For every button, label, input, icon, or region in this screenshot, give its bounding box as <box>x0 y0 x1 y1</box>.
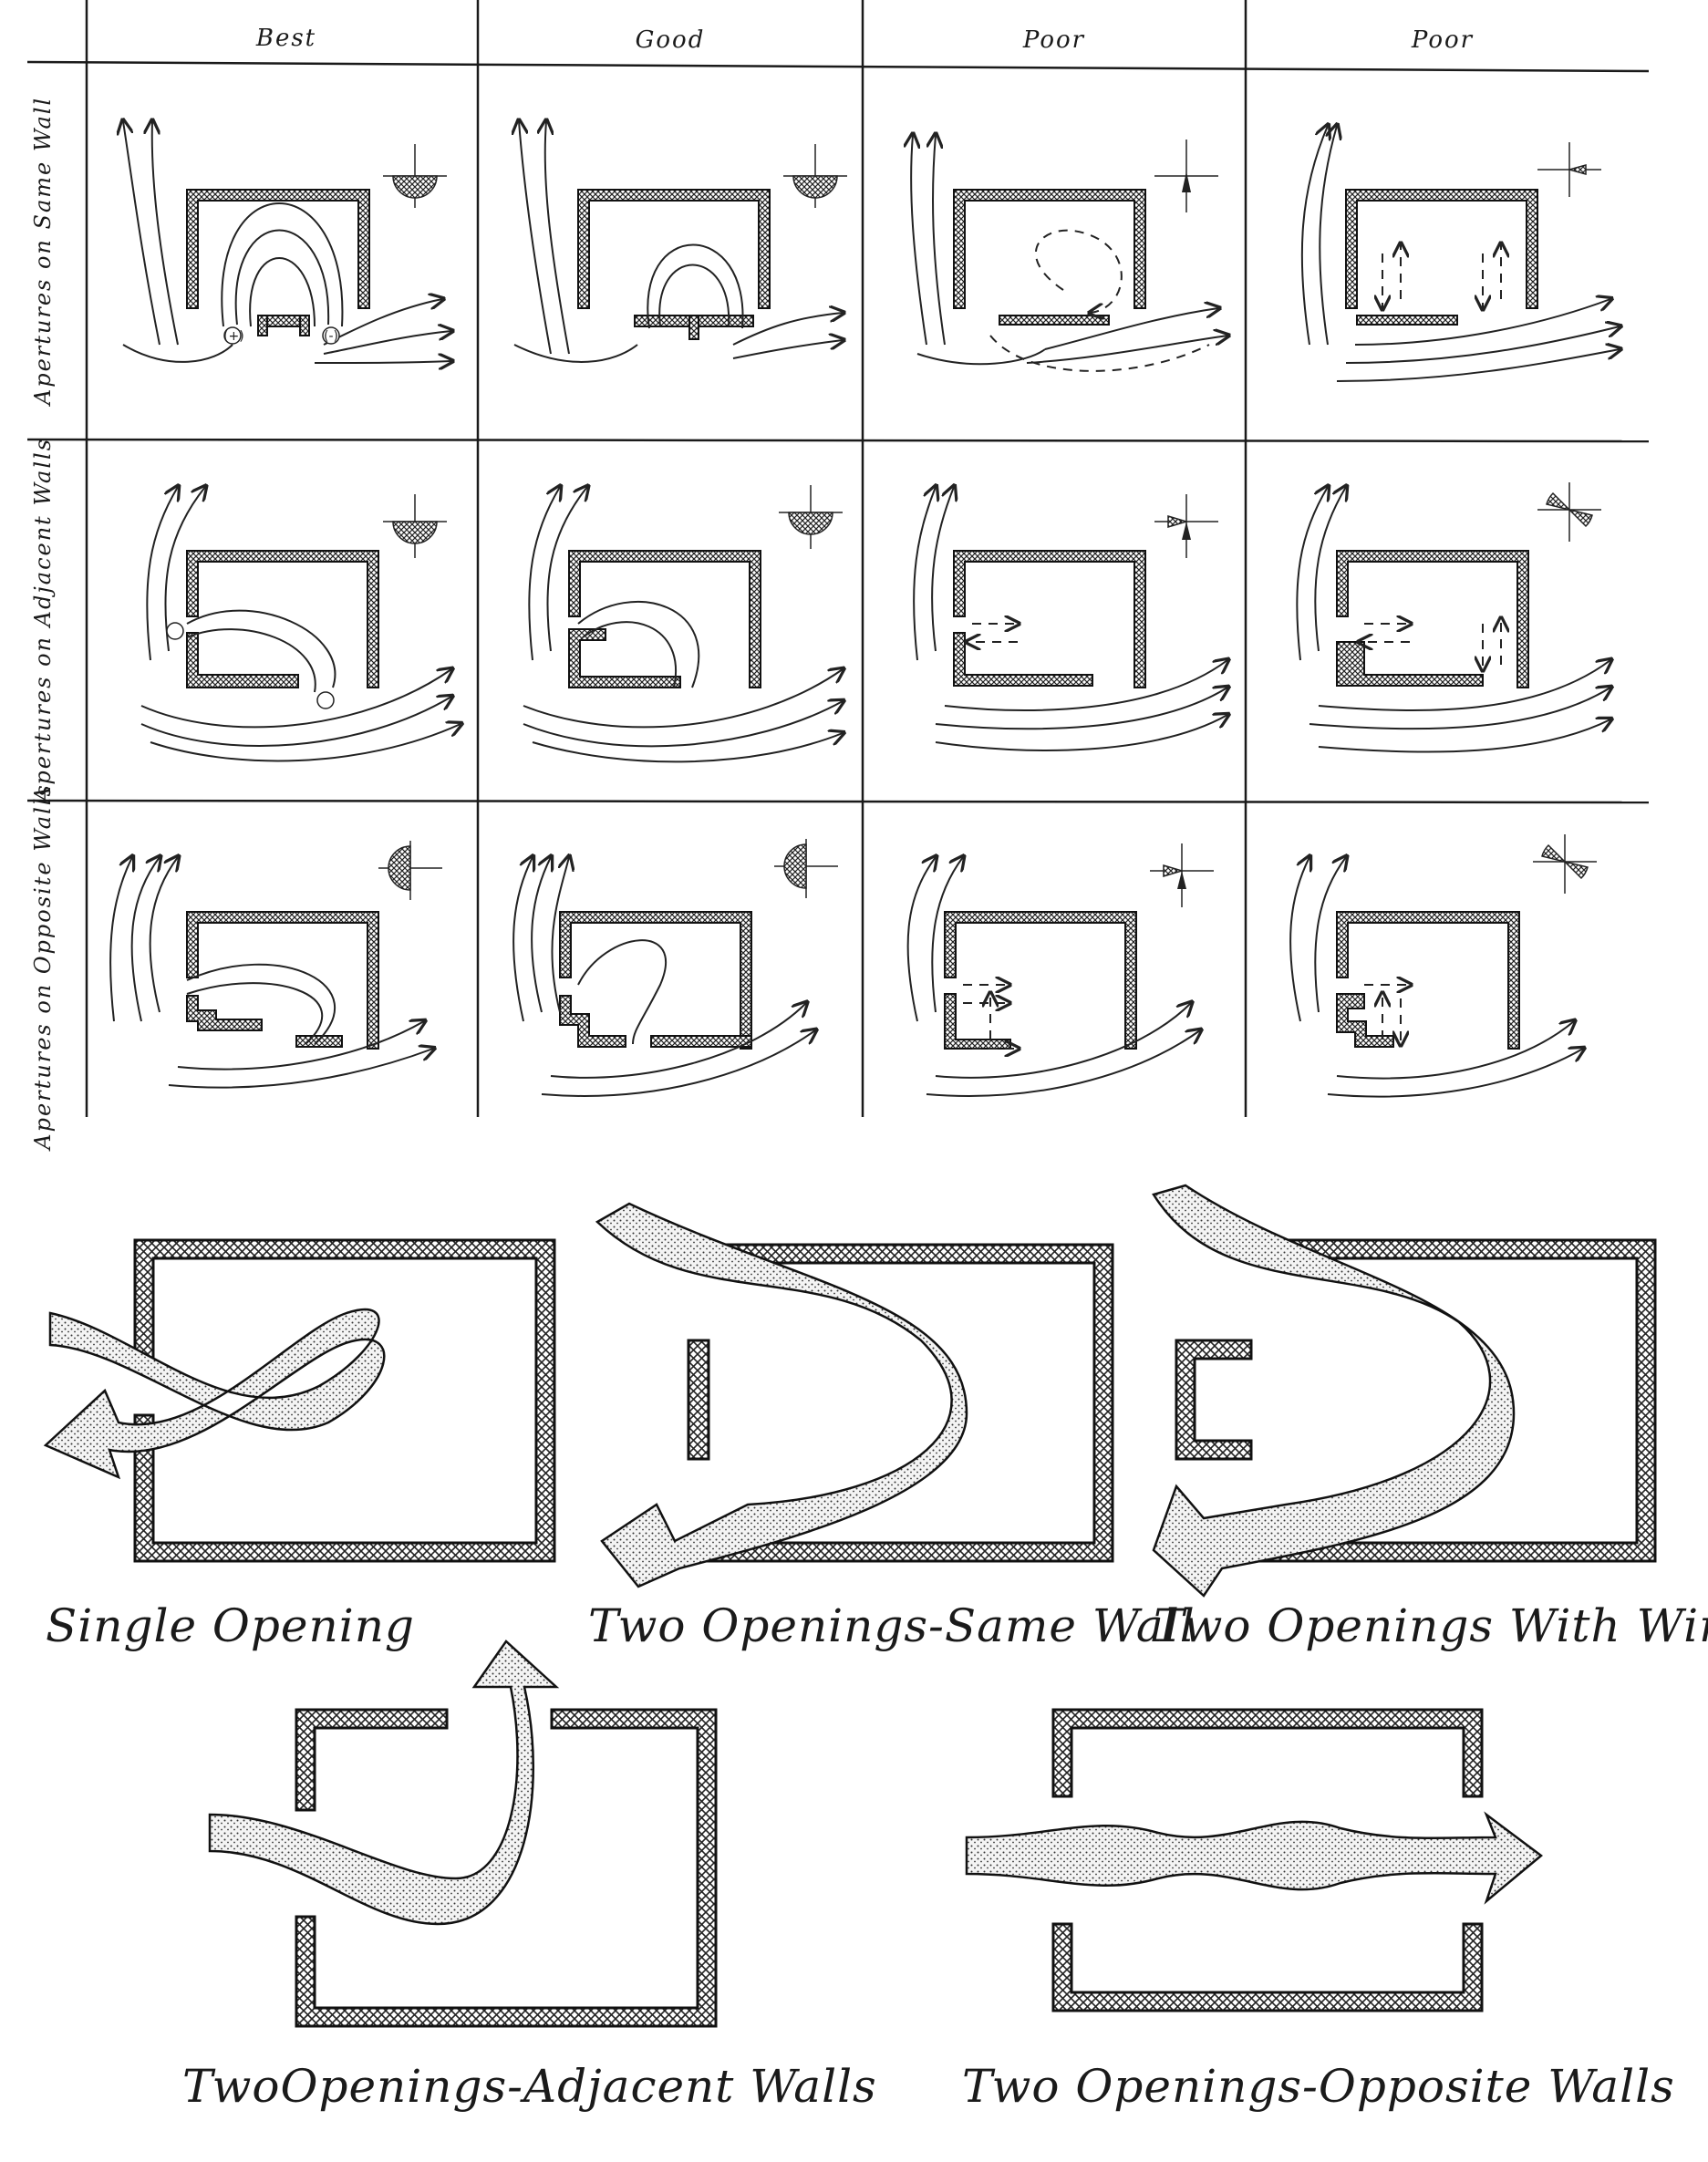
cell-opposite-best <box>109 841 442 1089</box>
room-plan <box>186 189 370 309</box>
wing-wall <box>999 315 1110 326</box>
cell-same-wall-poor-1 <box>911 135 1227 372</box>
wind-rose-icon <box>1154 140 1218 212</box>
positive-mark: (+) <box>223 329 244 344</box>
diagram-single-opening <box>43 1238 556 1563</box>
column-headers: Best Good Poor Poor <box>255 25 1474 54</box>
room-plan <box>186 550 379 688</box>
room-plan <box>1336 550 1529 688</box>
grid-lines <box>26 0 1650 1117</box>
cell-same-wall-poor-2 <box>1300 126 1620 382</box>
wind-rose-icon <box>1154 494 1218 558</box>
negative-mark: (-) <box>324 329 338 344</box>
diagram-same-wall <box>595 1202 1114 1588</box>
wind-rose-icon <box>383 494 447 558</box>
room-plan <box>953 550 1146 688</box>
room-plan <box>186 911 379 1050</box>
cell-adjacent-poor-1 <box>913 487 1227 751</box>
row-label: Apertures on Opposite Walls <box>30 783 56 1152</box>
caption: Two Openings-Same Wall <box>588 1599 1196 1652</box>
row-label: Apertures on Adjacent Walls <box>30 438 56 804</box>
cell-adjacent-best <box>140 487 461 762</box>
room-plan <box>577 189 771 309</box>
wind-rose-icon <box>383 144 447 208</box>
wind-rose-icon <box>1150 843 1214 907</box>
cell-adjacent-good <box>523 485 843 763</box>
room-plan <box>559 911 752 1050</box>
cell-opposite-good <box>512 839 838 1097</box>
room-plan <box>953 189 1146 309</box>
pressure-marks: (+) (-) <box>223 329 338 344</box>
wind-rose-icon <box>779 485 843 549</box>
caption: Single Opening <box>46 1599 415 1652</box>
wind-rose-icon <box>378 841 442 900</box>
column-header: Best <box>255 25 316 52</box>
cell-same-wall-best <box>123 121 451 363</box>
row-label: Apertures on Same Wall <box>30 97 56 407</box>
wind-rose-icon <box>1537 482 1601 542</box>
caption: Two Openings With Wings <box>1154 1599 1708 1652</box>
diagram-opposite-walls <box>965 1708 1544 2012</box>
wind-rose-icon <box>1533 834 1597 894</box>
room-plan <box>1345 189 1538 309</box>
wind-rose-icon <box>1537 142 1601 197</box>
caption: Two Openings-Opposite Walls <box>962 2060 1675 2113</box>
cell-adjacent-poor-2 <box>1296 482 1610 753</box>
cell-opposite-poor-2 <box>1289 834 1597 1098</box>
diagram-adjacent-walls <box>208 1640 718 2028</box>
room-plan <box>944 911 1137 1050</box>
column-header: Poor <box>1022 26 1085 54</box>
diagram-with-wings <box>1152 1184 1657 1598</box>
column-header: Good <box>636 26 706 54</box>
caption: TwoOpenings-Adjacent Walls <box>182 2060 877 2113</box>
column-header: Poor <box>1411 26 1474 54</box>
wind-rose-icon <box>774 839 838 898</box>
room-plan <box>568 550 761 688</box>
cell-opposite-poor-1 <box>906 843 1214 1097</box>
row-labels: Apertures on Same Wall Apertures on Adja… <box>30 97 56 1152</box>
wind-rose-icon <box>783 144 847 208</box>
cell-same-wall-good <box>514 121 847 363</box>
room-plan <box>1336 911 1520 1050</box>
